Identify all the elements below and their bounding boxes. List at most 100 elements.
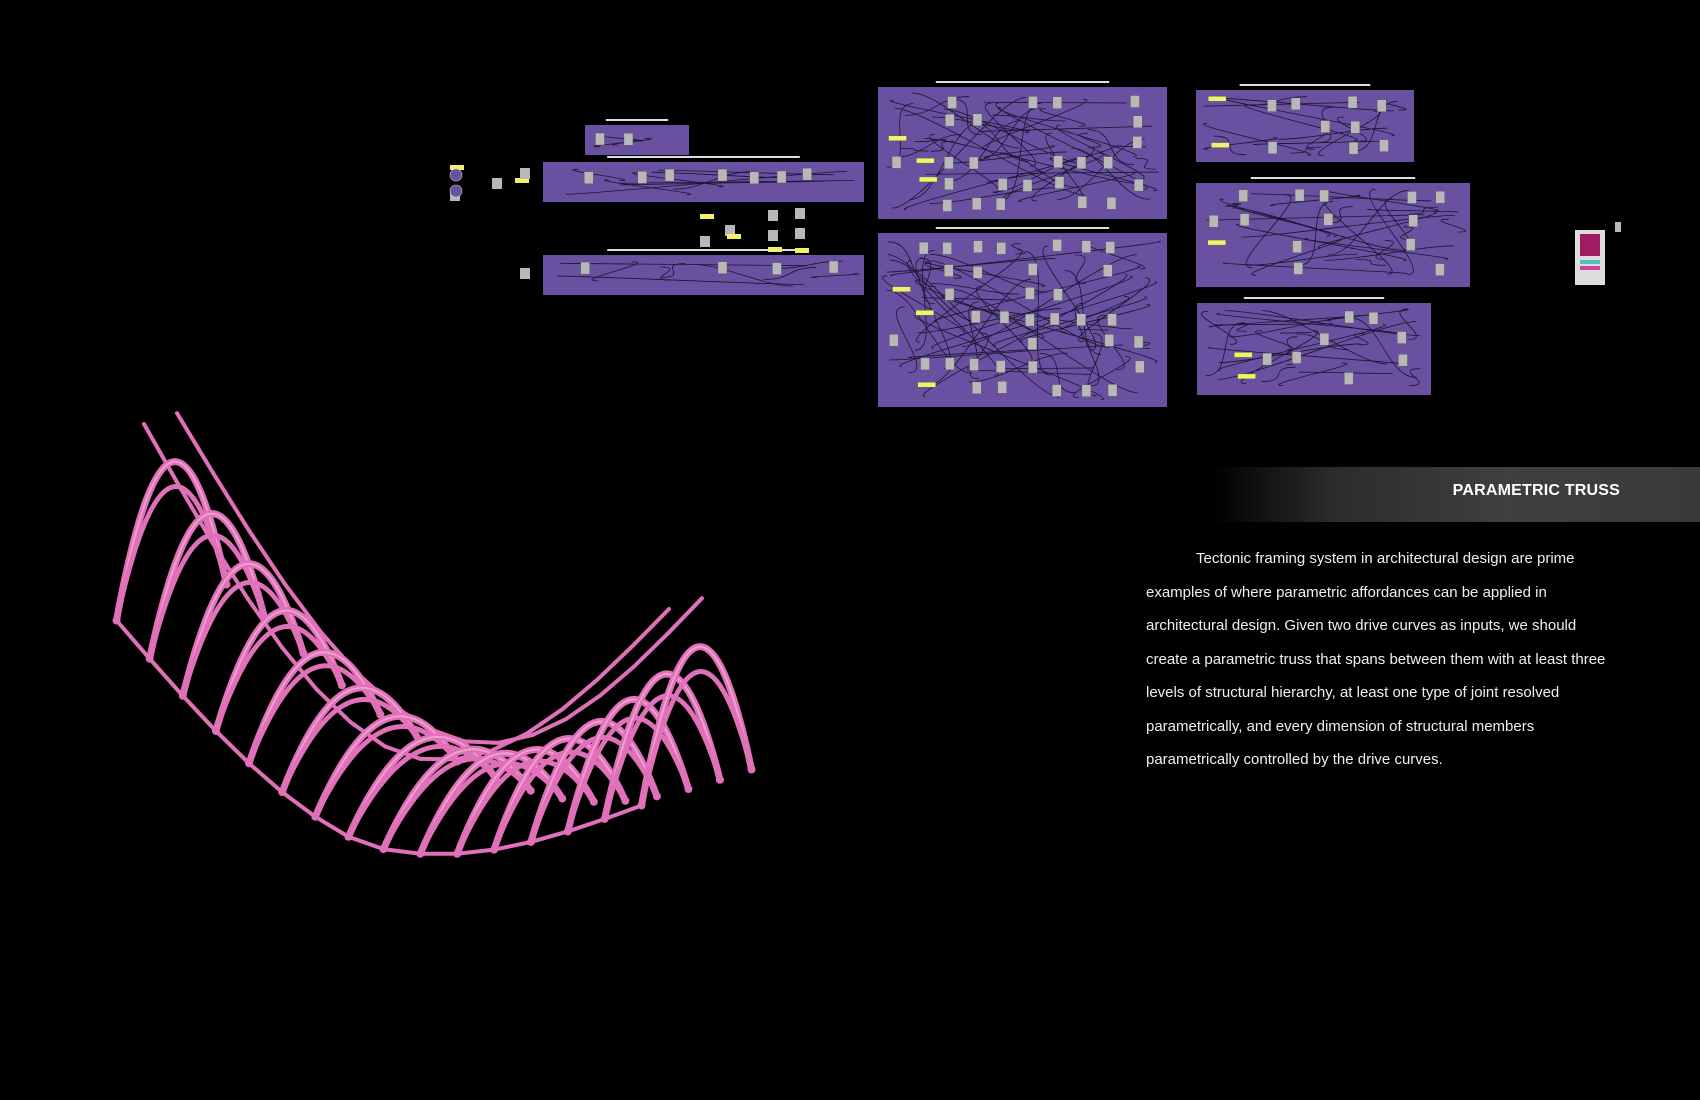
truss-joint <box>747 765 756 774</box>
truss-arch-inner <box>565 715 691 834</box>
truss-arch-inner <box>454 758 597 857</box>
truss-purlin <box>595 643 636 682</box>
node-group <box>1196 84 1414 162</box>
node-component <box>768 210 778 221</box>
node-component <box>515 178 529 183</box>
section-description: Tectonic framing system in architectural… <box>1146 550 1606 768</box>
truss-purlin <box>598 664 637 698</box>
truss-arch-inner <box>417 761 565 857</box>
truss-purlin <box>530 716 569 738</box>
truss-joint <box>311 812 320 821</box>
truss-joint <box>245 759 254 768</box>
truss-arch-highlight <box>529 720 658 843</box>
truss-base-chord <box>383 847 421 856</box>
truss-purlin <box>632 631 671 669</box>
section-title: PARAMETRIC TRUSS <box>1452 482 1620 499</box>
truss-joint <box>621 796 630 805</box>
node-component <box>768 230 778 241</box>
truss-joint <box>278 788 287 797</box>
truss-base-chord <box>181 694 218 733</box>
truss-joint <box>600 814 609 823</box>
truss-purlin <box>142 422 181 487</box>
truss-arch-inner <box>114 484 229 623</box>
truss-base-chord <box>114 619 152 660</box>
truss-purlin <box>176 482 215 546</box>
node-component <box>727 234 741 239</box>
truss-base-chord <box>603 803 643 821</box>
truss-joint <box>684 785 693 794</box>
truss-base-chord <box>148 657 185 698</box>
truss-base-chord <box>280 790 317 819</box>
node-group <box>543 249 864 295</box>
node-component <box>725 225 735 236</box>
truss-arch-highlight <box>115 460 228 621</box>
parametric-truss-render <box>112 411 756 858</box>
truss-joint <box>112 616 121 625</box>
truss-arch-inner <box>602 693 723 822</box>
truss-joint <box>145 654 154 663</box>
node-component <box>520 168 530 179</box>
truss-purlin <box>560 677 600 712</box>
node-group <box>585 119 689 155</box>
truss-purlin <box>283 582 324 635</box>
truss-base-chord <box>567 817 606 834</box>
truss-purlin <box>175 411 216 475</box>
truss-joint <box>637 801 646 810</box>
colour-swatch-widget <box>1575 230 1605 285</box>
truss-base-chord <box>493 839 532 852</box>
truss-arch-highlight <box>493 737 627 850</box>
truss-joint <box>178 691 187 700</box>
truss-arch-highlight <box>640 645 753 806</box>
section-title-band: PARAMETRIC TRUSS <box>1212 467 1700 522</box>
grasshopper-node-graph <box>449 81 1621 407</box>
truss-purlin <box>524 707 565 736</box>
truss-joint <box>376 710 385 719</box>
truss-base-chord <box>530 829 569 844</box>
node-component <box>450 165 464 170</box>
truss-joint <box>337 681 346 690</box>
truss-base-chord <box>214 729 251 765</box>
truss-purlin <box>564 693 603 721</box>
node-component <box>492 178 502 189</box>
node-component <box>795 228 805 239</box>
node-component <box>700 214 714 219</box>
node-component <box>520 268 530 279</box>
truss-arch-inner <box>147 532 268 662</box>
truss-joint <box>563 827 572 836</box>
truss-joint <box>526 786 535 795</box>
truss-base-chord <box>314 815 350 839</box>
node-component <box>700 236 710 247</box>
node-group <box>1197 297 1431 395</box>
node-component <box>1615 222 1621 232</box>
truss-joint <box>379 845 388 854</box>
node-component <box>795 208 805 219</box>
truss-joint <box>652 792 661 801</box>
truss-joint <box>526 837 535 846</box>
node-group <box>543 156 864 202</box>
truss-purlin <box>666 596 704 636</box>
node-param <box>449 184 463 198</box>
truss-arch-inner <box>312 724 460 820</box>
truss-base-chord <box>347 834 385 851</box>
node-group <box>878 81 1167 219</box>
truss-purlin <box>211 470 252 533</box>
node-component <box>795 248 809 253</box>
node-component <box>768 247 782 252</box>
truss-base-chord <box>247 761 284 794</box>
node-group <box>878 227 1167 407</box>
truss-joint <box>453 849 462 858</box>
truss-joint <box>211 726 220 735</box>
truss-purlin <box>631 607 671 648</box>
truss-purlin <box>247 528 288 587</box>
truss-arch-highlight <box>456 748 595 855</box>
truss-arch-highlight <box>566 698 690 832</box>
truss-joint <box>344 832 353 841</box>
truss-arch-highlight <box>603 672 721 820</box>
truss-joint <box>490 845 499 854</box>
truss-arch-inner <box>180 579 306 699</box>
truss-arch-highlight <box>148 512 266 659</box>
truss-purlin <box>489 731 529 753</box>
truss-joint <box>416 849 425 858</box>
truss-arch-inner <box>491 749 628 853</box>
